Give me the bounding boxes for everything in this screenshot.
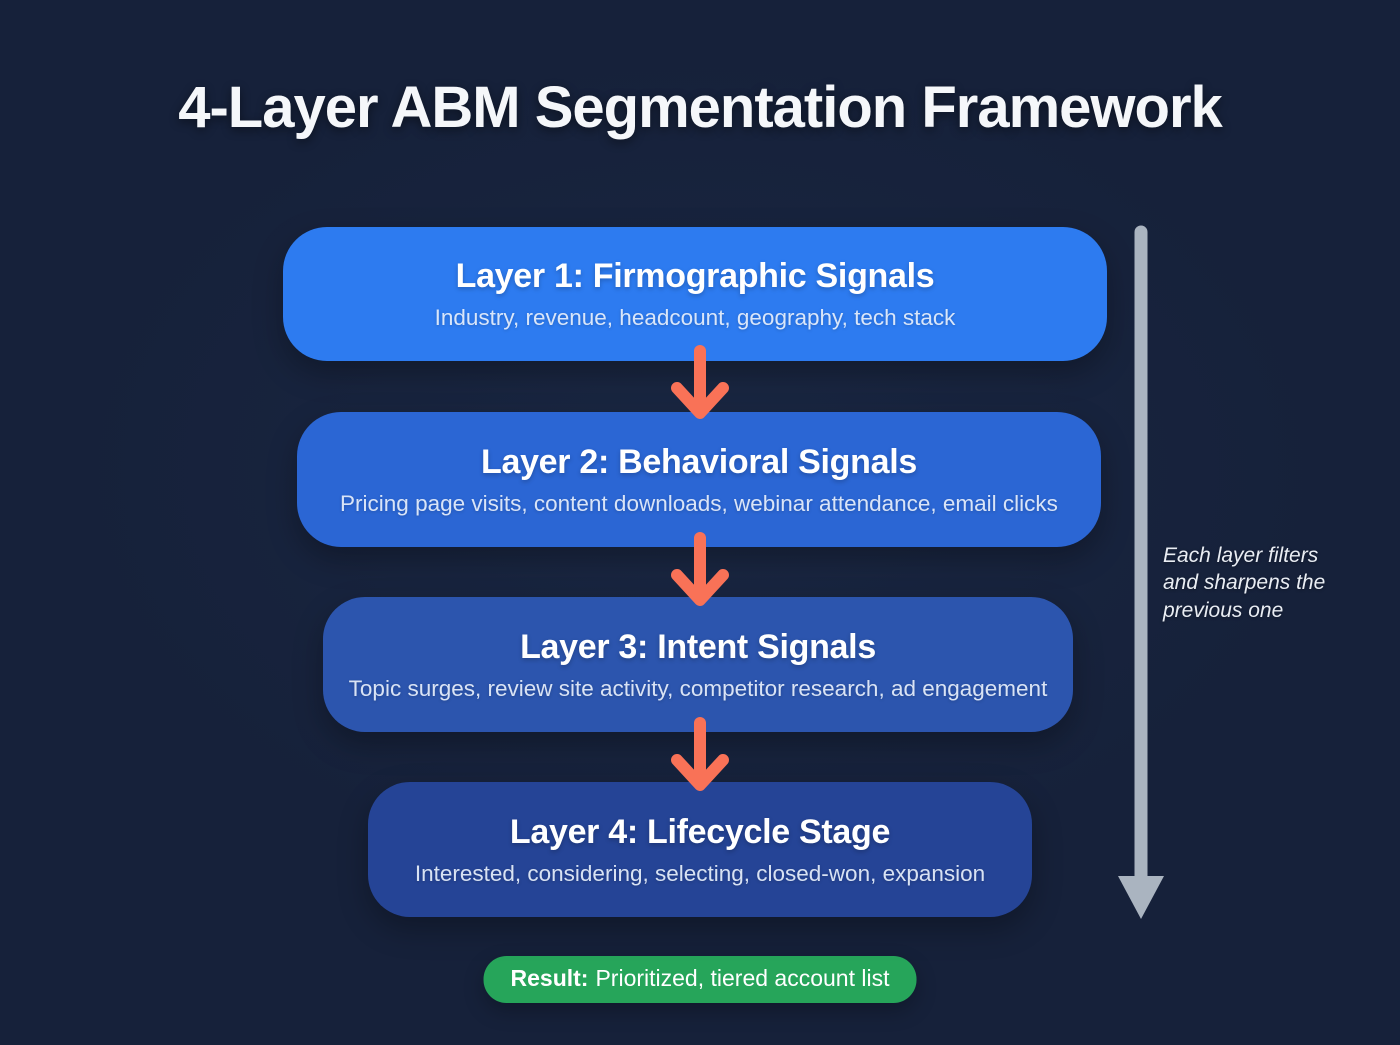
down-arrow-icon <box>671 532 729 606</box>
result-label: Result: <box>510 965 589 991</box>
layer-4-lifecycle-box: Layer 4: Lifecycle Stage Interested, con… <box>368 782 1032 917</box>
down-arrow-icon <box>671 717 729 791</box>
result-text: Prioritized, tiered account list <box>595 965 890 991</box>
layer-3-title: Layer 3: Intent Signals <box>520 627 876 666</box>
layer-2-subtitle: Pricing page visits, content downloads, … <box>340 490 1058 516</box>
layer-4-subtitle: Interested, considering, selecting, clos… <box>414 860 986 886</box>
result-badge: Result: Prioritized, tiered account list <box>483 956 917 1003</box>
layer-1-subtitle: Industry, revenue, headcount, geography,… <box>434 305 956 330</box>
layer-3-intent-box: Layer 3: Intent Signals Topic surges, re… <box>323 597 1073 732</box>
side-note: Each layer filters and sharpens the prev… <box>1163 544 1326 622</box>
layer-2-title: Layer 2: Behavioral Signals <box>481 442 917 481</box>
layer-1-title: Layer 1: Firmographic Signals <box>455 257 935 295</box>
layer-2-behavioral-box: Layer 2: Behavioral Signals Pricing page… <box>297 412 1101 547</box>
page-title: 4-Layer ABM Segmentation Framework <box>178 75 1223 140</box>
layer-4-title: Layer 4: Lifecycle Stage <box>509 812 891 851</box>
filter-flow-arrow-icon <box>1118 225 1164 919</box>
layer-3-subtitle: Topic surges, review site activity, comp… <box>348 675 1048 701</box>
down-arrow-icon <box>671 345 729 419</box>
layer-1-firmographic-box: Layer 1: Firmographic Signals Industry, … <box>283 227 1107 361</box>
